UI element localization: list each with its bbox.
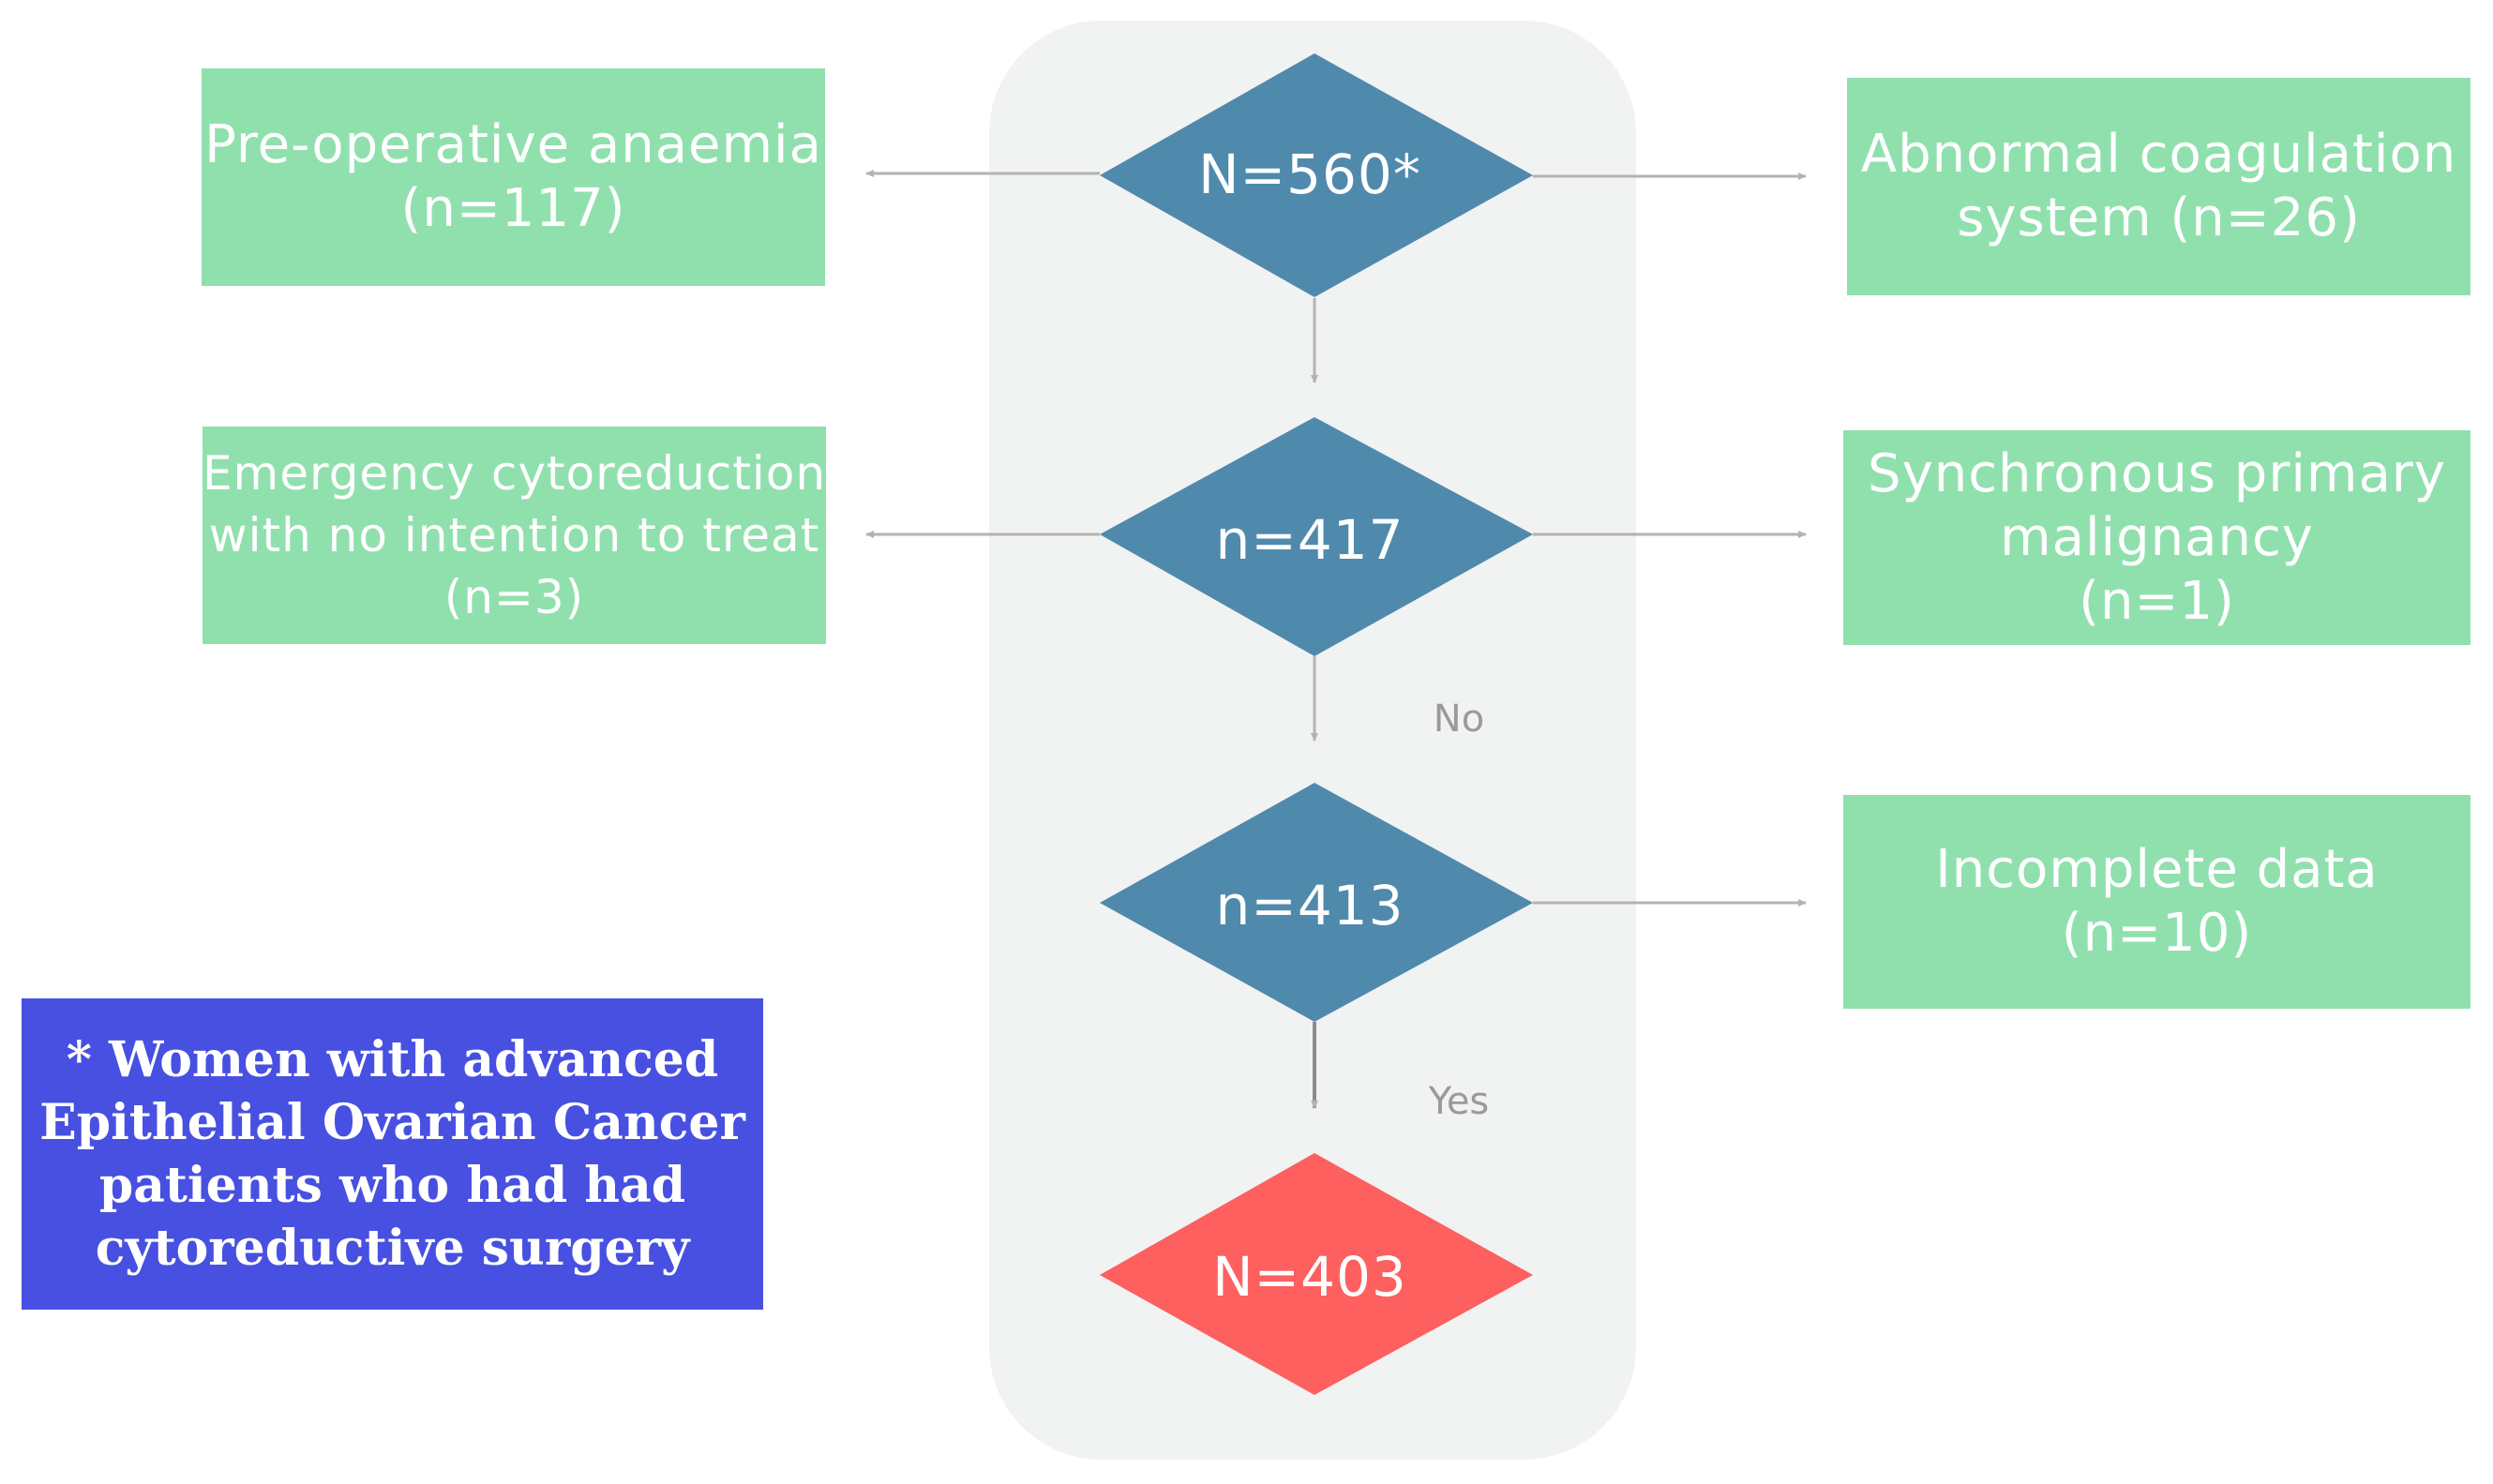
- final-node-label: N=403: [1212, 1245, 1407, 1309]
- exclusion-box-synchronous: Synchronous primary malignancy (n=1): [1843, 430, 2470, 645]
- exclusion-coagulation-line-2: system (n=26): [1957, 187, 2361, 248]
- exclusion-anaemia-line-1: Pre-operative anaemia: [204, 114, 822, 175]
- exclusion-synchronous-line-2: malignancy: [2000, 506, 2314, 568]
- exclusion-incomplete-line-1: Incomplete data: [1935, 839, 2379, 900]
- exclusion-synchronous-line-3: (n=1): [2079, 570, 2235, 632]
- footnote-line-3: patients who had had: [98, 1157, 686, 1214]
- footnote-box: * Women with advanced Epithelial Ovarian…: [22, 998, 763, 1310]
- exclusion-synchronous-line-1: Synchronous primary: [1868, 442, 2446, 504]
- decision-node-2: [1100, 417, 1533, 656]
- exclusion-incomplete-line-2: (n=10): [2061, 903, 2253, 964]
- exclusion-emergency-line-3: (n=3): [443, 570, 585, 624]
- branch-label-no: No: [1434, 697, 1484, 741]
- exclusion-emergency-line-1: Emergency cytoreduction: [202, 446, 827, 501]
- exclusion-box-emergency: Emergency cytoreduction with no intentio…: [203, 427, 826, 644]
- node-2-label: n=417: [1215, 508, 1404, 572]
- final-node: [1100, 1153, 1533, 1395]
- node-3-label: n=413: [1215, 874, 1404, 937]
- decision-node-3: [1100, 783, 1533, 1022]
- footnote-line-1: * Women with advanced: [66, 1031, 719, 1088]
- exclusion-box-anaemia: Pre-operative anaemia (n=117): [202, 68, 825, 286]
- node-1-label: N=560*: [1198, 142, 1421, 206]
- exclusion-box-incomplete: Incomplete data (n=10): [1843, 795, 2470, 1009]
- exclusion-box-coagulation: Abnormal coagulation system (n=26): [1847, 78, 2470, 295]
- exclusion-coagulation-line-1: Abnormal coagulation: [1860, 124, 2457, 185]
- branch-label-yes: Yes: [1428, 1080, 1490, 1123]
- exclusion-anaemia-line-2: (n=117): [400, 178, 626, 239]
- exclusion-emergency-line-2: with no intention to treat: [208, 508, 820, 562]
- decision-node-1: [1100, 53, 1533, 297]
- footnote-line-2: Epithelial Ovarian Cancer: [39, 1094, 745, 1151]
- footnote-line-4: cytoreductive surgery: [95, 1220, 690, 1277]
